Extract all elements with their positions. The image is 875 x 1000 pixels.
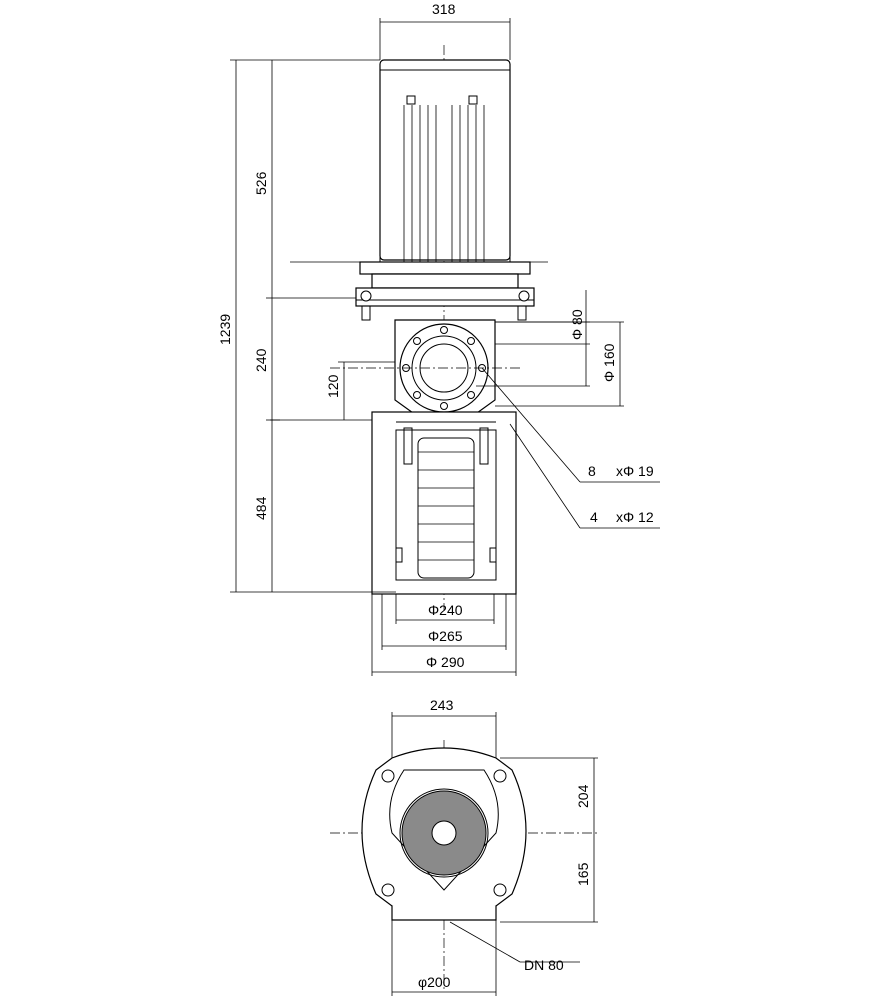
dim-phi-265: Φ265 (428, 628, 463, 644)
dim-plan-lower: 165 (575, 862, 591, 886)
label-bolt-holes-count: 8 (588, 463, 596, 479)
dim-phi-flange: Φ 160 (601, 343, 617, 382)
pump-stages (418, 451, 474, 561)
base-hole-tl (381, 769, 395, 783)
label-dn: DN 80 (524, 957, 564, 973)
label-base-holes-count: 4 (590, 509, 598, 525)
dim-plan-width: 243 (430, 697, 454, 713)
flange-bolt-holes (402, 326, 486, 410)
motor-flange (355, 287, 535, 307)
dim-motor-width: 318 (432, 1, 456, 17)
dim-motor-height: 526 (253, 171, 269, 195)
dim-phi-port: Φ 80 (569, 309, 585, 340)
dim-mid-height: 240 (253, 348, 269, 372)
dim-lower-height: 484 (253, 496, 269, 520)
dim-phi-240: Φ240 (428, 602, 463, 618)
dim-phi-200: φ200 (418, 974, 451, 990)
base-hole-bl (381, 883, 395, 897)
motor-housing (379, 59, 511, 261)
motor-fins (403, 105, 485, 265)
plan-view: φ200 243 204 165 DN 80 (330, 697, 600, 996)
dim-port-offset: 120 (325, 374, 341, 398)
base-hole-tr (493, 769, 507, 783)
dim-phi-290: Φ 290 (426, 654, 465, 670)
base-hole-br (493, 883, 507, 897)
front-view: 318 1239 526 240 484 120 Φ 80 Φ 160 8 xΦ… (217, 1, 660, 676)
dim-total-height: 1239 (217, 314, 233, 345)
label-base-holes-size: xΦ 12 (616, 509, 654, 525)
dim-plan-upper: 204 (575, 784, 591, 808)
label-bolt-holes-size: xΦ 19 (616, 463, 654, 479)
pump-sleeve (371, 411, 517, 595)
